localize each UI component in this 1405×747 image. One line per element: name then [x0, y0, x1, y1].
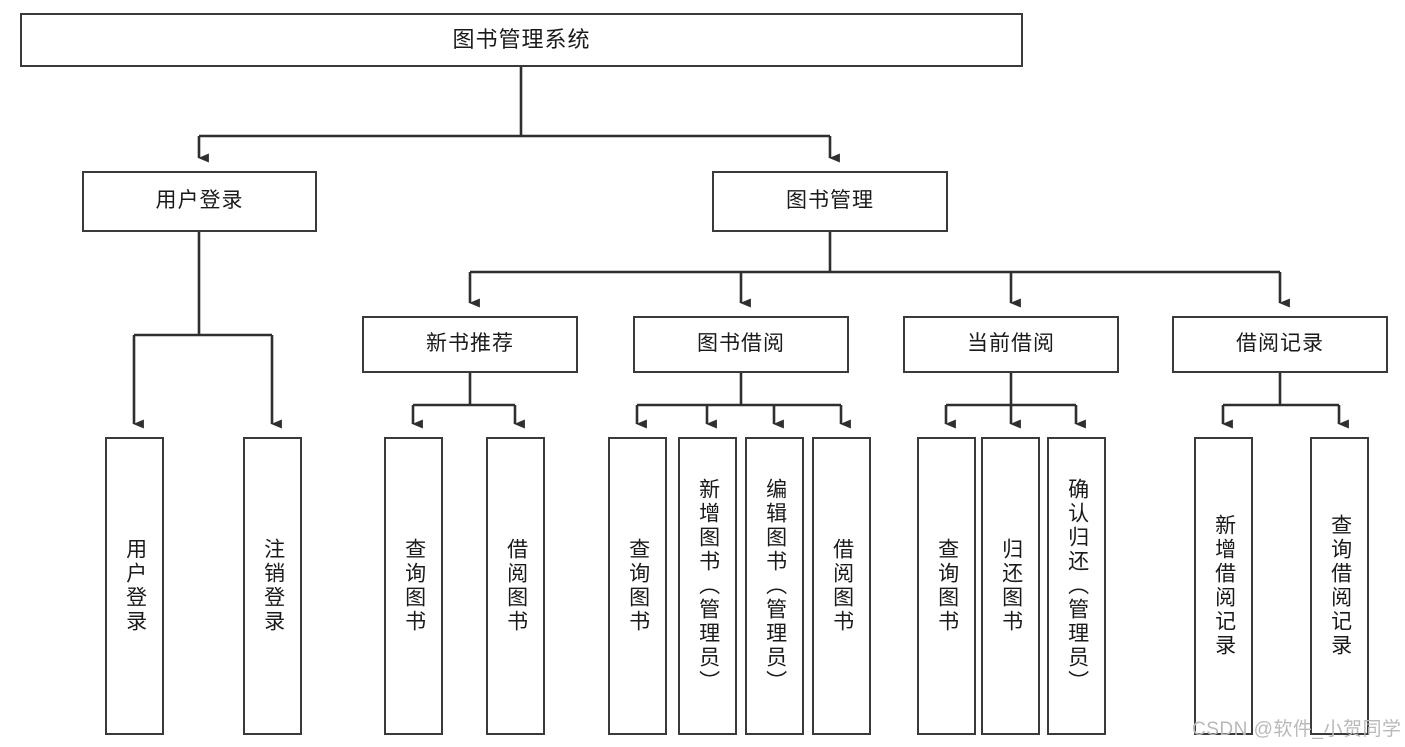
- leaf-logout-label: 注销登录: [261, 538, 285, 634]
- leaf-query-record[interactable]: 查询借阅记录: [1310, 437, 1369, 735]
- leaf-add-book[interactable]: 新增图书（管理员）: [678, 437, 737, 735]
- node-book-borrow-label: 图书借阅: [697, 332, 785, 356]
- leaf-add-record[interactable]: 新增借阅记录: [1194, 437, 1253, 735]
- leaf-edit-book[interactable]: 编辑图书（管理员）: [745, 437, 804, 735]
- leaf-query-book-borrow-label: 查询图书: [626, 538, 650, 634]
- leaf-query-book-rec-label: 查询图书: [402, 538, 426, 634]
- leaf-borrow-book-label: 借阅图书: [830, 538, 854, 634]
- leaf-return-book[interactable]: 归还图书: [981, 437, 1040, 735]
- csdn-watermark: CSDN @软件_小贺同学: [1192, 719, 1402, 740]
- leaf-user-login-label: 用户登录: [123, 538, 147, 634]
- leaf-confirm-return-label: 确认归还（管理员）: [1065, 478, 1089, 694]
- leaf-logout[interactable]: 注销登录: [243, 437, 302, 735]
- node-borrow-record-label: 借阅记录: [1236, 332, 1324, 356]
- node-book-manage[interactable]: 图书管理: [712, 171, 948, 232]
- node-root[interactable]: 图书管理系统: [20, 13, 1023, 67]
- leaf-query-book-current-label: 查询图书: [935, 538, 959, 634]
- node-new-book-recommend-label: 新书推荐: [426, 332, 514, 356]
- node-user-login-label: 用户登录: [155, 189, 244, 213]
- node-book-manage-label: 图书管理: [786, 189, 874, 213]
- leaf-edit-book-label: 编辑图书（管理员）: [763, 478, 787, 694]
- leaf-query-record-label: 查询借阅记录: [1328, 514, 1352, 658]
- leaf-borrow-book[interactable]: 借阅图书: [812, 437, 871, 735]
- leaf-add-record-label: 新增借阅记录: [1212, 514, 1236, 658]
- leaf-add-book-label: 新增图书（管理员）: [696, 478, 720, 694]
- leaf-user-login[interactable]: 用户登录: [105, 437, 164, 735]
- leaf-borrow-book-rec[interactable]: 借阅图书: [486, 437, 545, 735]
- leaf-confirm-return[interactable]: 确认归还（管理员）: [1047, 437, 1106, 735]
- leaf-query-book-rec[interactable]: 查询图书: [384, 437, 443, 735]
- leaf-return-book-label: 归还图书: [999, 538, 1023, 634]
- node-new-book-recommend[interactable]: 新书推荐: [362, 316, 578, 373]
- node-user-login[interactable]: 用户登录: [82, 171, 317, 232]
- leaf-query-book-current[interactable]: 查询图书: [917, 437, 976, 735]
- node-current-borrow-label: 当前借阅: [967, 332, 1055, 356]
- leaf-query-book-borrow[interactable]: 查询图书: [608, 437, 667, 735]
- node-current-borrow[interactable]: 当前借阅: [903, 316, 1119, 373]
- leaf-borrow-book-rec-label: 借阅图书: [504, 538, 528, 634]
- node-borrow-record[interactable]: 借阅记录: [1172, 316, 1388, 373]
- node-book-borrow[interactable]: 图书借阅: [633, 316, 849, 373]
- node-root-label: 图书管理系统: [452, 26, 591, 52]
